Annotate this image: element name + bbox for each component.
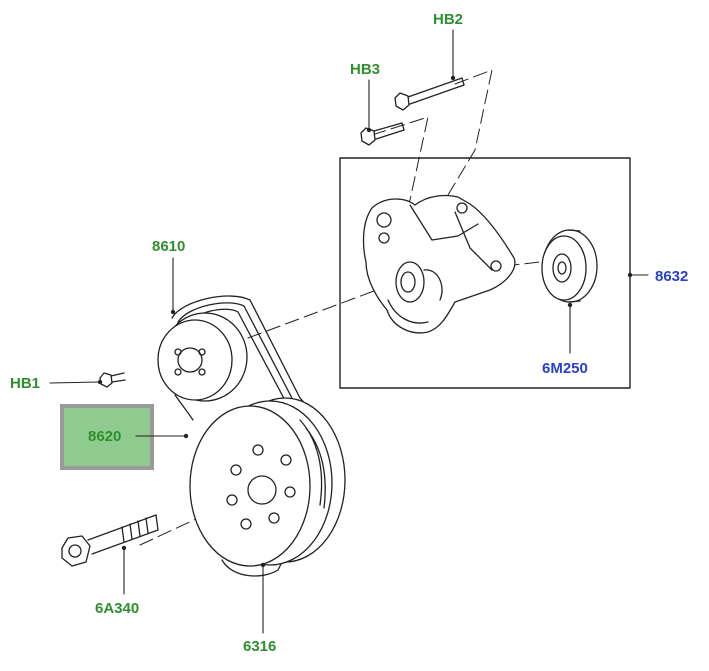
pump-pulley-8610 [157,312,248,402]
crankshaft-pulley-6316 [189,397,346,567]
callout-6a340[interactable]: 6A340 [95,600,140,617]
bolt-hb3 [360,122,405,146]
callout-6316[interactable]: 6316 [243,638,277,655]
bolt-hb1 [99,372,126,388]
water-pump-housing [362,194,516,334]
callout-8632[interactable]: 8632 [655,268,689,285]
bolt-6a340 [61,514,159,567]
callout-8620[interactable]: 8620 [88,428,122,445]
bolt-hb2 [394,77,465,111]
highlight-box-8620 [60,404,154,470]
idler-pulley-6m250 [541,229,598,303]
callout-hb3[interactable]: HB3 [350,61,381,78]
callout-hb1[interactable]: HB1 [10,375,41,392]
leader-lines [49,29,649,634]
leader-dots [97,75,633,568]
callout-hb2[interactable]: HB2 [433,11,464,28]
callout-8610[interactable]: 8610 [152,238,186,255]
callout-6m250[interactable]: 6M250 [542,360,588,377]
